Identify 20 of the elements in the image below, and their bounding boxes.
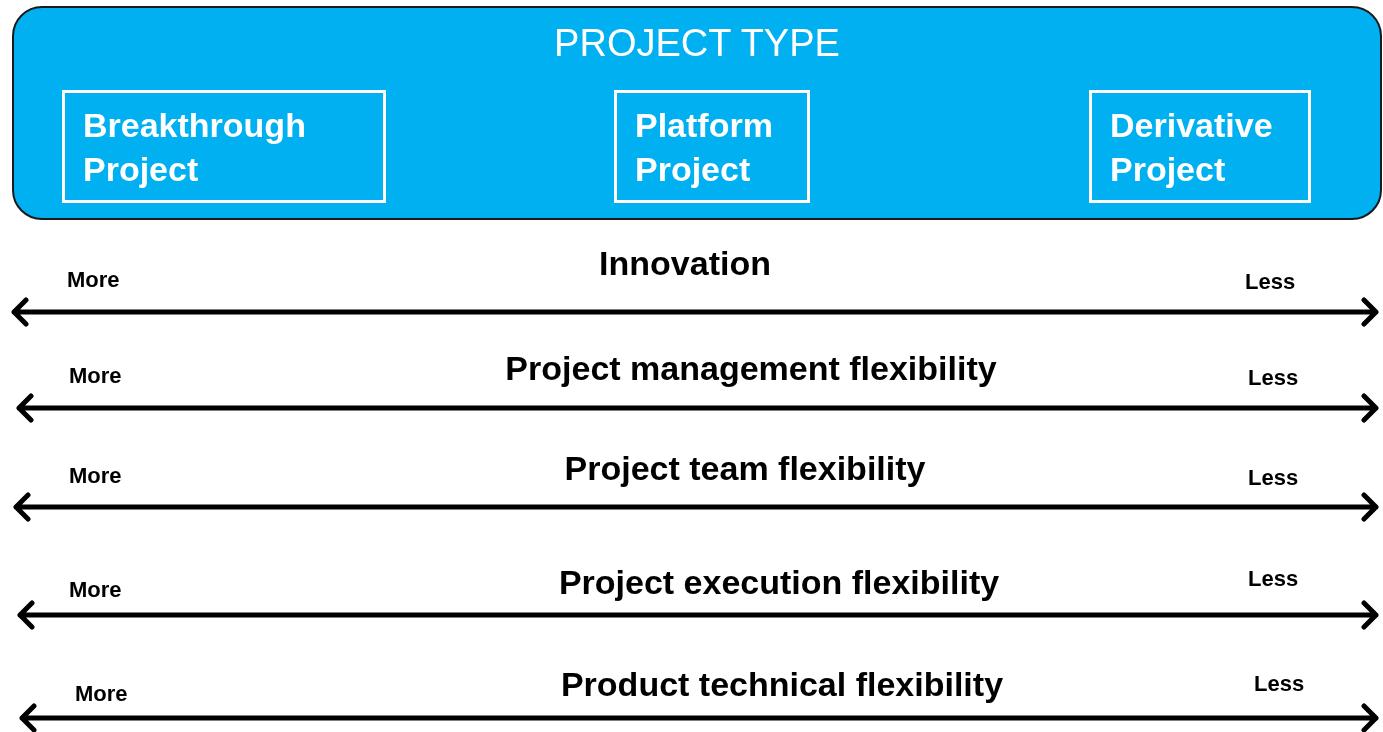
scale-end-label: Less xyxy=(1254,671,1305,697)
project-box: Breakthrough Project xyxy=(62,90,386,203)
scale-end-label: Less xyxy=(1245,269,1296,295)
project-type-band xyxy=(12,6,1382,220)
scale-end-label: Less xyxy=(1248,566,1299,592)
scale-title: Innovation xyxy=(599,243,771,283)
project-box: Derivative Project xyxy=(1089,90,1311,203)
scale-end-label: More xyxy=(75,681,128,707)
scale-end-label: More xyxy=(67,267,120,293)
scale-title: Project team flexibility xyxy=(564,448,926,488)
project-box: Platform Project xyxy=(614,90,810,203)
scale-title: Project execution flexibility xyxy=(558,562,1000,602)
scale-title: Product technical flexibility xyxy=(560,664,1004,704)
band-title: PROJECT TYPE xyxy=(554,22,840,65)
scale-end-label: Less xyxy=(1248,365,1299,391)
scale-end-label: Less xyxy=(1248,465,1299,491)
scale-end-label: More xyxy=(69,363,122,389)
scale-end-label: More xyxy=(69,463,122,489)
scale-end-label: More xyxy=(69,577,122,603)
scale-title: Project management flexibility xyxy=(505,348,997,388)
